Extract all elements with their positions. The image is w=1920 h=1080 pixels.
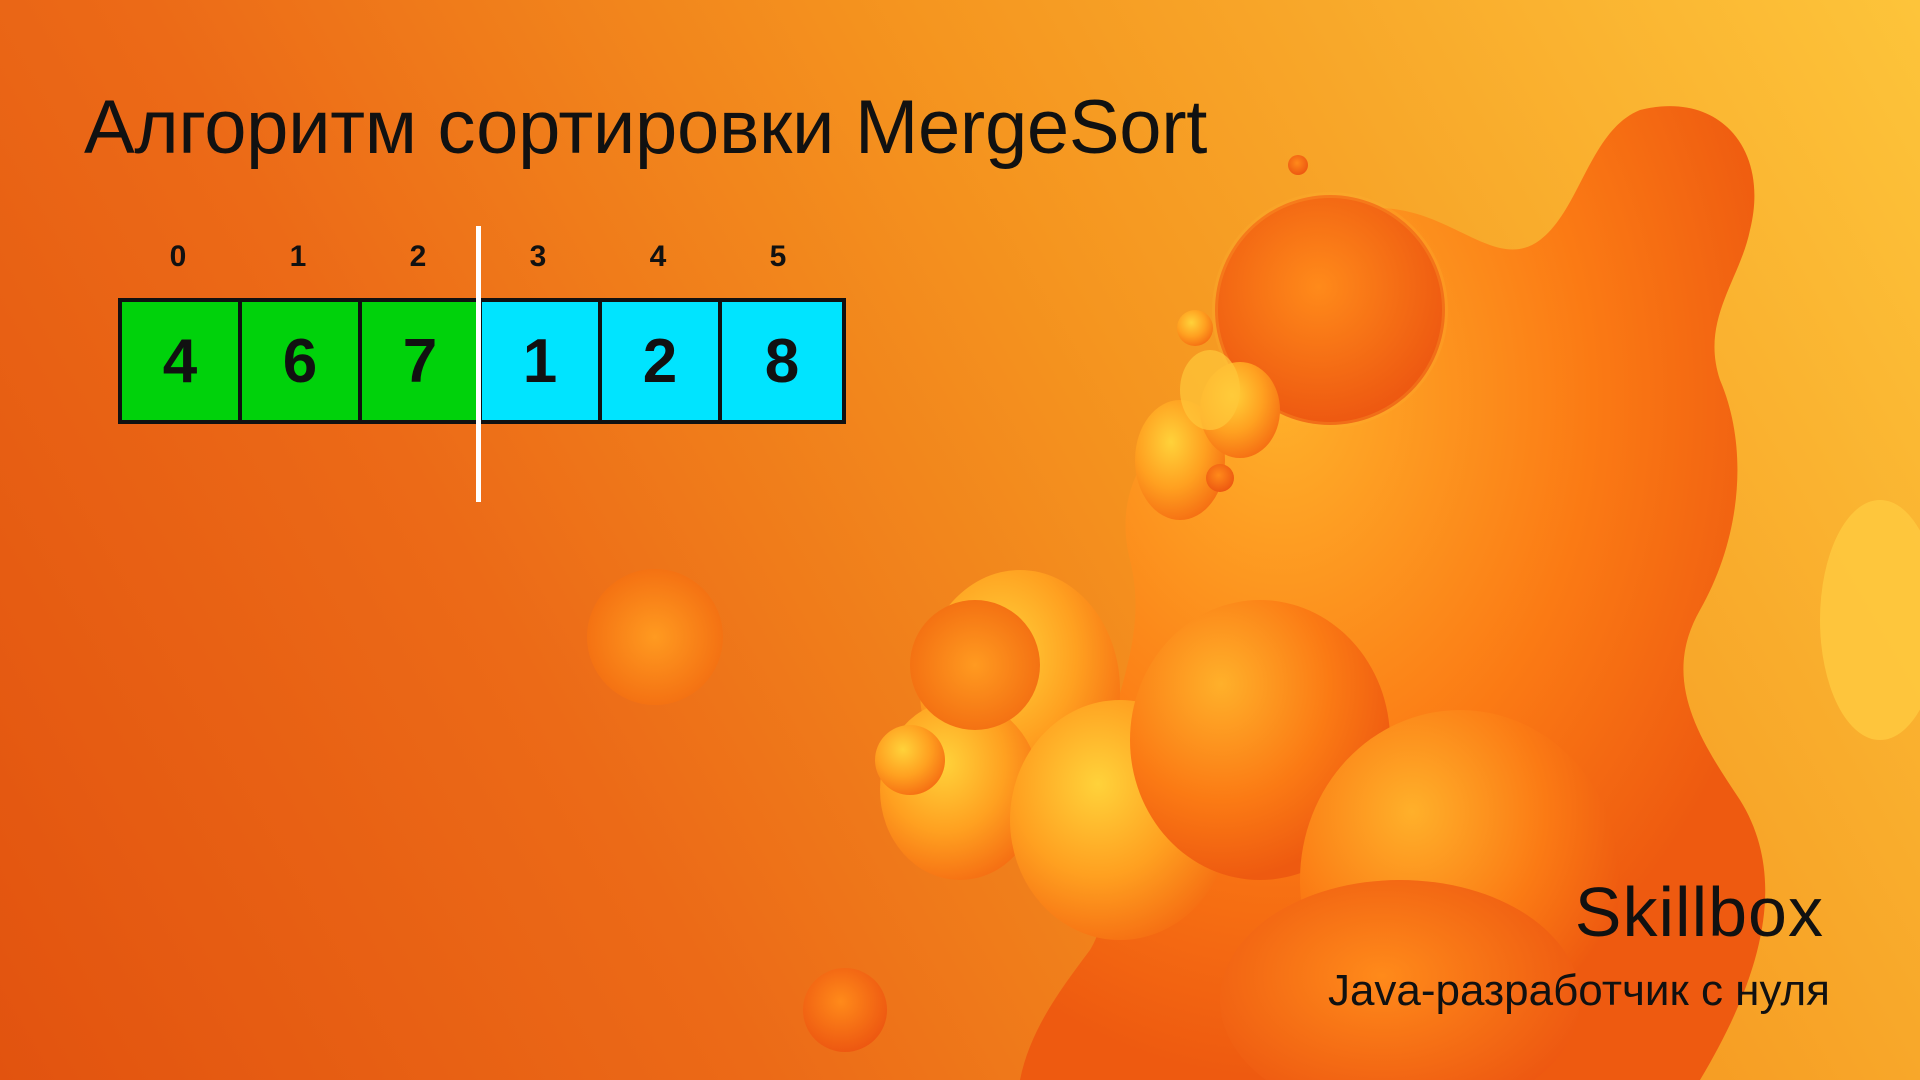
index-label: 2 <box>409 240 427 273</box>
course-name: Java-разработчик с нуля <box>1327 966 1830 1015</box>
array-cell: 4 <box>122 302 242 420</box>
slide-title: Алгоритм сортировки MergeSort <box>84 85 1208 170</box>
brand-logo: Skillbox <box>1574 873 1824 951</box>
index-label: 5 <box>769 240 787 273</box>
index-label: 3 <box>529 240 547 273</box>
array-cell: 2 <box>602 302 722 420</box>
array-cell: 1 <box>482 302 602 420</box>
split-divider <box>476 226 481 502</box>
array-cell: 6 <box>242 302 362 420</box>
index-label: 4 <box>649 240 667 273</box>
array-cell: 7 <box>362 302 482 420</box>
index-label: 1 <box>289 240 307 273</box>
array-cell: 8 <box>722 302 842 420</box>
array: 4 6 7 1 2 8 <box>118 298 846 424</box>
index-label: 0 <box>169 240 187 273</box>
